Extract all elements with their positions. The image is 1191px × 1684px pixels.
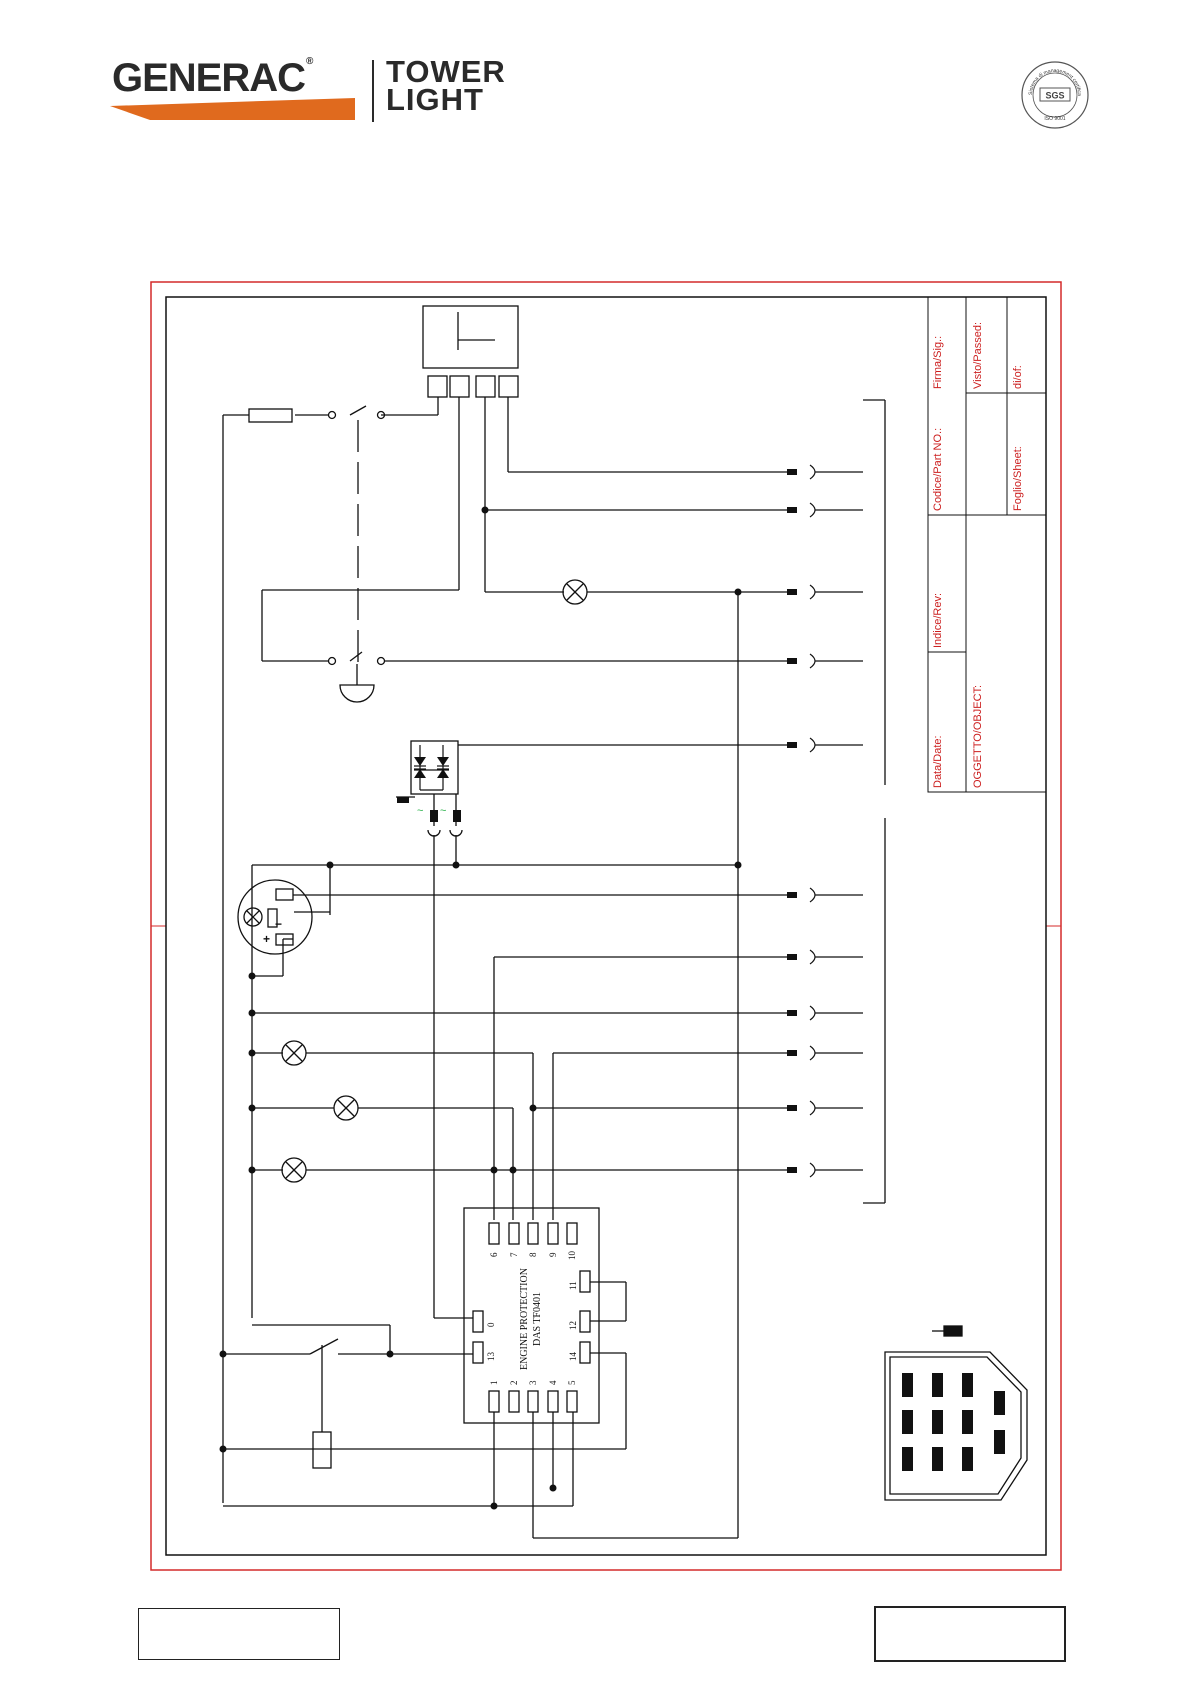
plug-receptacles	[810, 465, 863, 1177]
switch-contact	[378, 658, 385, 665]
pin-3: 3	[528, 1380, 538, 1385]
pin-7: 7	[509, 1252, 519, 1257]
key-switch-terminal-4	[499, 376, 518, 397]
pin-14: 14	[568, 1352, 578, 1362]
outer-frame	[151, 282, 1061, 1570]
switch-contact	[329, 658, 336, 665]
rectifier-ac-mark-2: ~	[440, 805, 446, 817]
pin-4: 4	[548, 1380, 558, 1385]
data-label: Data/Date:	[932, 735, 944, 788]
foglio-label: Foglio/Sheet:	[1012, 446, 1024, 511]
battery-minus-mark: −	[275, 917, 282, 931]
pin-9: 9	[548, 1252, 558, 1257]
oggetto-label: OGGETTO/OBJECT:	[972, 685, 984, 788]
title-block	[928, 297, 1046, 792]
indice-label: Indice/Rev:	[932, 593, 944, 648]
firma-label: Firma/Sig.:	[932, 336, 944, 389]
pin-6: 6	[489, 1252, 499, 1257]
fuse	[249, 409, 292, 422]
rectifier-bridge	[411, 741, 458, 794]
visto-label: Visto/Passed:	[972, 322, 984, 389]
pin-10: 10	[567, 1251, 577, 1261]
module-title-line1: ENGINE PROTECTION	[519, 1268, 530, 1370]
footer-box-left	[138, 1608, 340, 1660]
pin-2: 2	[509, 1381, 519, 1386]
inner-frame	[166, 297, 1046, 1555]
horn-icon	[340, 685, 374, 702]
key-switch-terminal-1	[428, 376, 447, 397]
pin-0: 0	[486, 1322, 496, 1327]
battery-plus-mark: +	[263, 932, 270, 946]
footer-box-right	[874, 1606, 1066, 1662]
pin-8: 8	[528, 1252, 538, 1257]
key-switch-box	[423, 306, 518, 368]
di-label: di/of:	[1012, 365, 1024, 389]
pin-13: 13	[486, 1352, 496, 1362]
wiring	[223, 306, 1027, 1538]
pin-11: 11	[568, 1281, 578, 1290]
switch-contact	[329, 412, 336, 419]
rectifier-wires	[414, 745, 449, 790]
key-switch-terminal-2	[450, 376, 469, 397]
starter-relay	[313, 1432, 331, 1468]
codice-label: Codice/Part NO.:	[932, 428, 944, 511]
pin-12: 12	[568, 1321, 578, 1330]
key-switch-terminal-3	[476, 376, 495, 397]
module-title-line2: DAS TF0401	[532, 1292, 543, 1346]
pin-5: 5	[567, 1380, 577, 1385]
pin-1: 1	[489, 1381, 499, 1386]
rectifier-ac-mark-1: ~	[417, 805, 423, 817]
